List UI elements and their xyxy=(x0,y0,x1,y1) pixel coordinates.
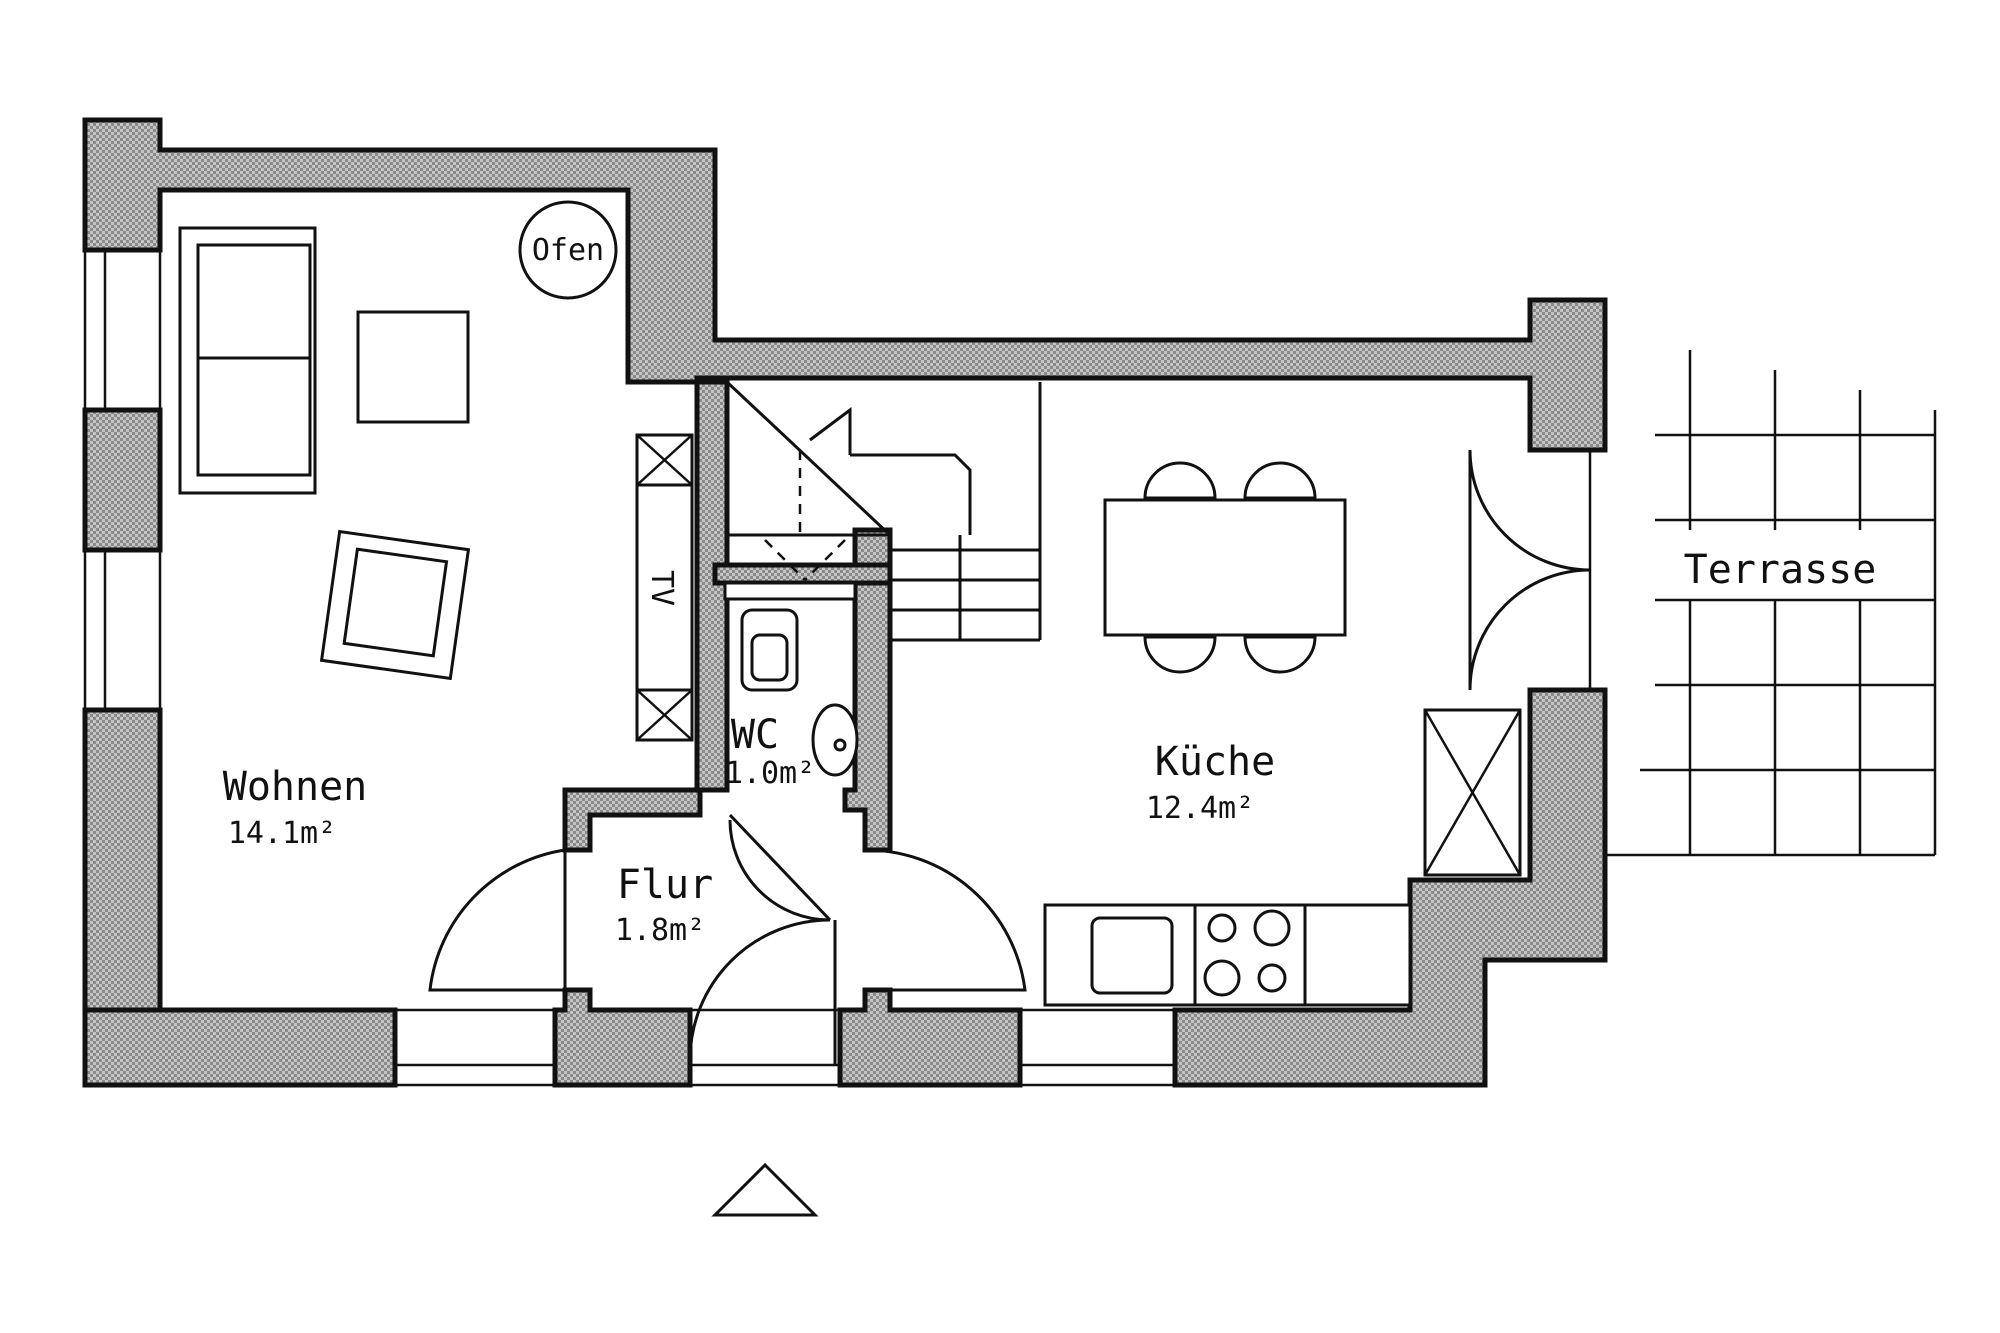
wall-partition-wohnen-wc xyxy=(562,379,730,853)
terrasse-label: Terrasse xyxy=(1684,547,1877,593)
stairs xyxy=(725,380,1042,642)
wohnen-area: 14.1m² xyxy=(228,816,336,851)
kueche-area: 12.4m² xyxy=(1146,791,1254,826)
ofen-label: Ofen xyxy=(532,233,604,268)
wall-wc-right xyxy=(842,527,893,853)
flur-name: Flur xyxy=(617,862,713,908)
wall-top-wohnen xyxy=(82,117,1608,453)
flur-area: 1.8m² xyxy=(615,913,705,948)
kueche-furniture xyxy=(1043,461,1522,1007)
chair xyxy=(1143,461,1217,500)
chair xyxy=(1143,635,1217,674)
entrance-triangle-icon xyxy=(711,1162,819,1217)
dining-table xyxy=(1103,498,1347,637)
stove-burner-icon xyxy=(1253,909,1291,947)
terrasse-grid: Terrasse xyxy=(1605,350,1937,857)
room-labels: Wohnen 14.1m² Küche 12.4m² Flur 1.8m² WC… xyxy=(223,712,1275,948)
ofen-stove xyxy=(518,200,618,300)
tv-label: TV xyxy=(644,570,679,606)
doors xyxy=(428,449,1591,1065)
wall-left-middle xyxy=(82,407,163,553)
sink-icon xyxy=(811,703,859,777)
wohnen-name: Wohnen xyxy=(223,764,368,810)
kueche-name: Küche xyxy=(1155,739,1275,785)
wc-name: WC xyxy=(731,712,779,758)
wc-fixtures xyxy=(723,581,859,777)
wall-wc-top xyxy=(712,562,893,586)
sink-basin-icon xyxy=(1090,916,1174,995)
coffee-table xyxy=(356,310,470,424)
wc-area: 1.0m² xyxy=(725,756,815,791)
chair xyxy=(1243,635,1317,674)
chair xyxy=(1243,461,1317,500)
wall-bottom-flur-left xyxy=(552,987,693,1088)
stove-burner-icon xyxy=(1257,963,1287,993)
wall-bottom-flur-right xyxy=(837,987,1023,1088)
wall-bottom-wohnen xyxy=(82,1007,398,1088)
walls xyxy=(82,117,1608,1088)
stove-burner-icon xyxy=(1203,959,1241,997)
stove-burner-icon xyxy=(1207,913,1237,943)
wohnen-furniture: Ofen TV xyxy=(178,200,694,742)
